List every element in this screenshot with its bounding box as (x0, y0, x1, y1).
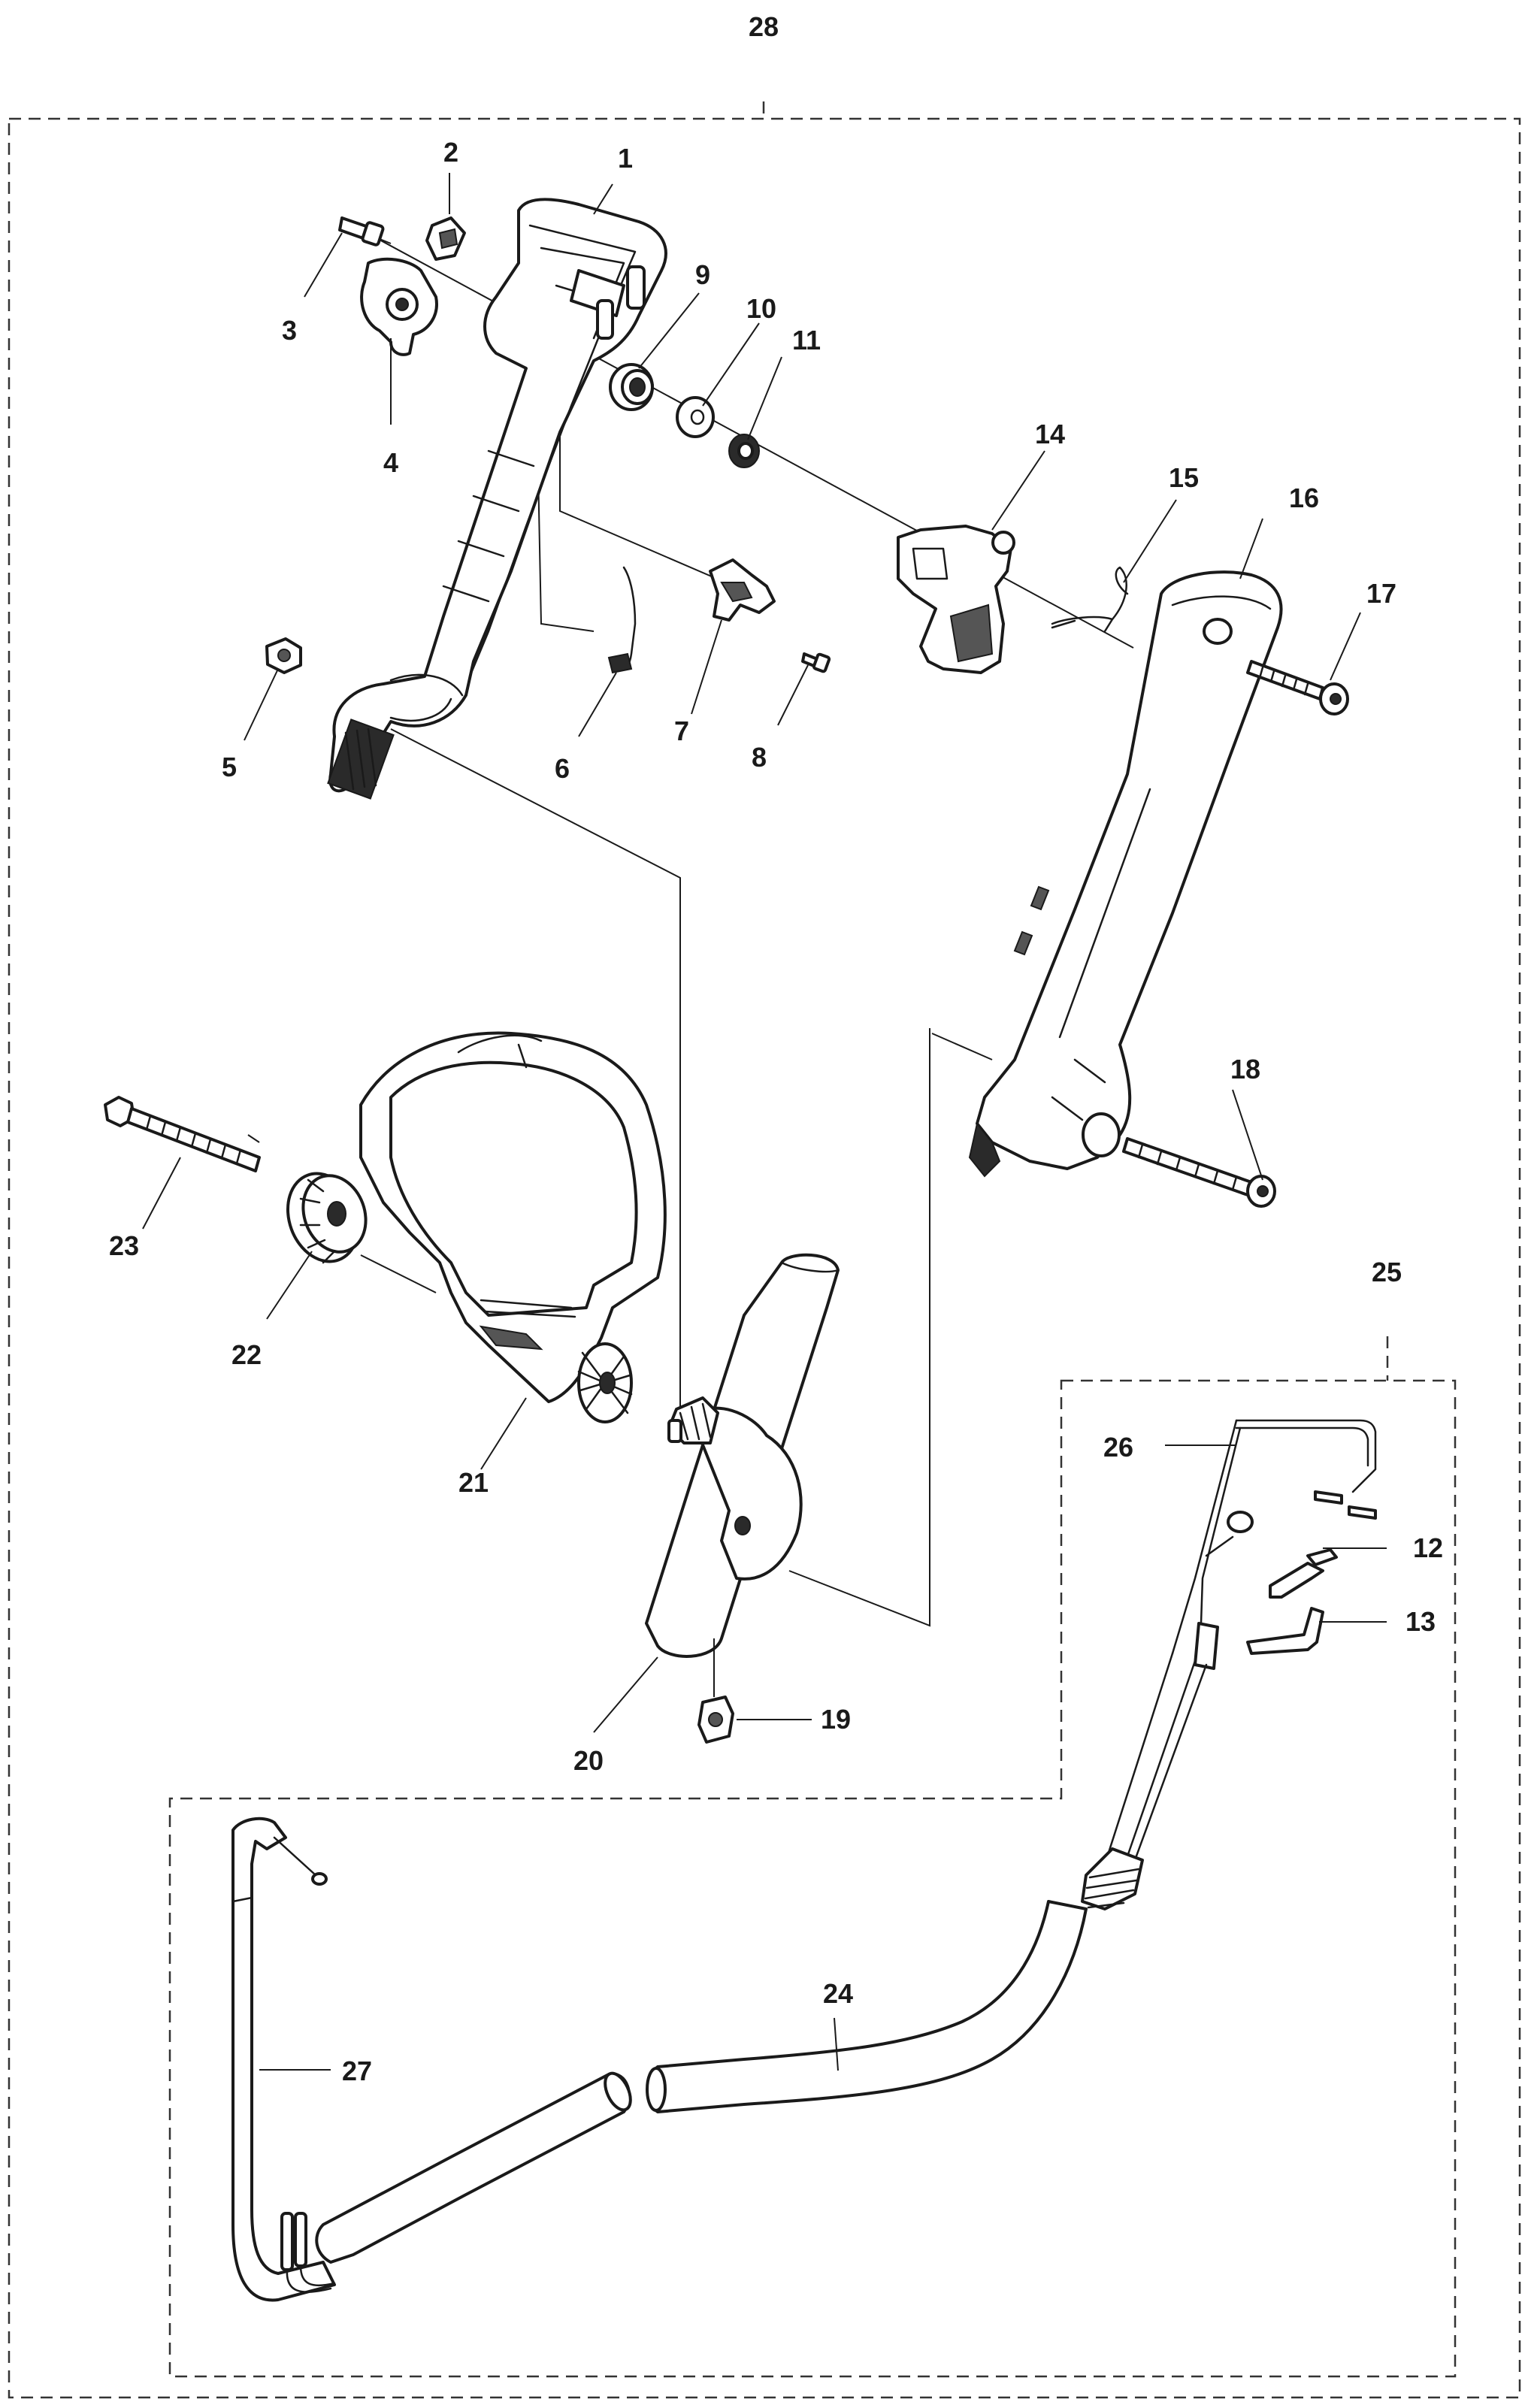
screw-part-3 (338, 216, 392, 247)
lever-part-4 (360, 257, 438, 356)
label-23: 23 (109, 1230, 139, 1261)
part-labels: 28 1 2 3 4 5 6 7 8 9 10 11 12 13 14 15 1… (109, 11, 1443, 2086)
washer-part-10 (676, 396, 715, 438)
label-5: 5 (222, 752, 237, 782)
label-25: 25 (1372, 1257, 1402, 1287)
clip-part-2 (425, 216, 466, 261)
label-2: 2 (443, 137, 458, 168)
label-24: 24 (823, 1978, 853, 2009)
shaft-mount-part-20 (645, 1253, 840, 1658)
wiring-harness-part-26 (1081, 1419, 1377, 1910)
bolt-part-23 (104, 1096, 261, 1172)
handle-housing-part-1 (327, 198, 667, 800)
label-28: 28 (749, 11, 779, 42)
screw-part-8 (801, 652, 831, 673)
label-10: 10 (746, 293, 776, 324)
label-3: 3 (282, 315, 297, 346)
label-26: 26 (1103, 1432, 1133, 1463)
label-13: 13 (1405, 1606, 1436, 1637)
label-6: 6 (555, 753, 570, 784)
nut-part-19 (697, 1638, 734, 1744)
label-leaders (142, 173, 1387, 2071)
label-18: 18 (1230, 1054, 1260, 1085)
nut-part-5 (265, 637, 302, 674)
label-12: 12 (1413, 1532, 1443, 1563)
label-27: 27 (342, 2056, 372, 2086)
terminal-part-13 (1246, 1607, 1324, 1655)
clamp-bracket-part-21 (359, 1031, 667, 1403)
label-1: 1 (618, 143, 633, 174)
label-8: 8 (752, 742, 767, 773)
wire-spring-part-15 (1051, 566, 1129, 633)
seal-ring-part-9 (609, 363, 654, 411)
label-19: 19 (821, 1704, 851, 1735)
rear-grip-part-16 (968, 570, 1283, 1178)
label-20: 20 (573, 1745, 604, 1776)
cable-part-27 (231, 1817, 336, 2302)
gear-disc (577, 1342, 633, 1423)
label-14: 14 (1035, 419, 1065, 449)
label-16: 16 (1289, 483, 1319, 513)
frame-28 (8, 101, 1521, 2399)
lock-washer-part-11 (728, 434, 760, 468)
knob-part-22 (286, 1172, 368, 1264)
label-7: 7 (674, 715, 689, 746)
label-17: 17 (1366, 578, 1396, 609)
assembly-frames (8, 101, 1521, 2399)
label-4: 4 (383, 447, 398, 478)
screw-part-18 (1122, 1137, 1276, 1208)
frame-25 (168, 1336, 1457, 2378)
label-15: 15 (1169, 462, 1199, 493)
throttle-trigger-part-14 (897, 525, 1015, 674)
spring-part-6 (607, 566, 637, 674)
terminal-part-12 (1269, 1548, 1338, 1599)
label-11: 11 (792, 325, 821, 355)
trigger-lock-part-7 (709, 558, 776, 622)
screw-part-17 (1246, 660, 1349, 715)
cable-tube-part-24 (315, 1900, 1088, 2264)
label-22: 22 (231, 1339, 262, 1370)
label-21: 21 (458, 1467, 489, 1498)
label-9: 9 (695, 259, 710, 290)
